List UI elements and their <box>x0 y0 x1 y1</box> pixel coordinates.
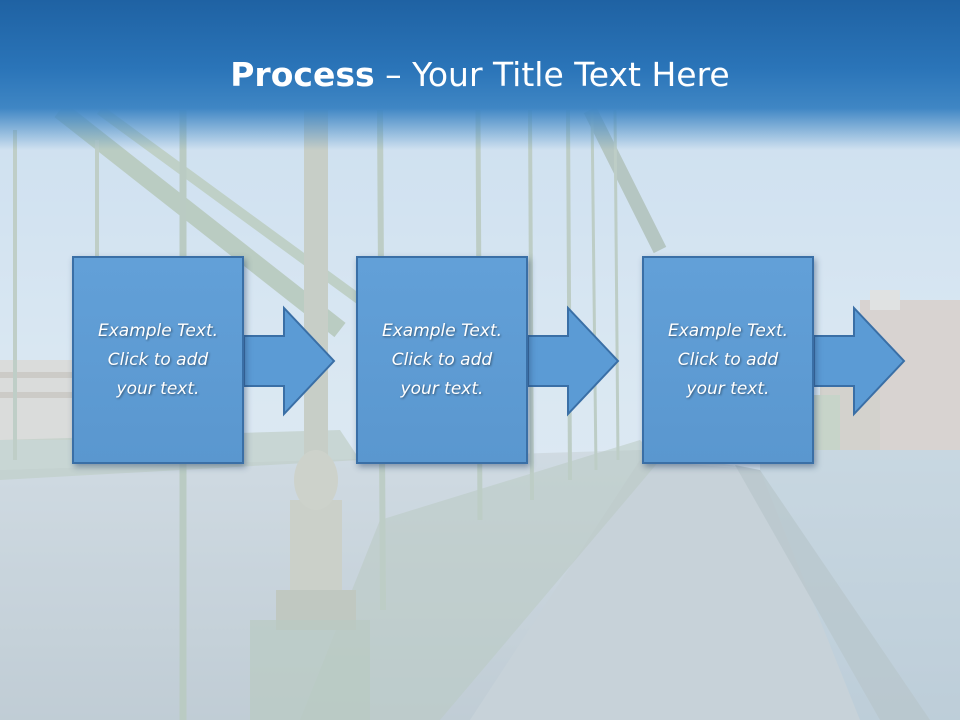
process-step-text-1: Example Text. Click to add your text. <box>97 320 219 399</box>
process-arrow-2[interactable] <box>527 305 620 417</box>
title-rest: – Your Title Text Here <box>374 55 730 94</box>
process-step-text-3: Example Text. Click to add your text. <box>667 320 789 399</box>
process-step-text-2: Example Text. Click to add your text. <box>381 320 503 399</box>
title-band <box>0 0 960 150</box>
process-step-box-3[interactable]: Example Text. Click to add your text. <box>642 256 814 464</box>
title-bold: Process <box>230 55 375 94</box>
slide-title[interactable]: Process – Your Title Text Here <box>0 52 960 98</box>
process-arrow-1[interactable] <box>243 305 336 417</box>
process-arrow-3[interactable] <box>813 305 906 417</box>
process-step-box-1[interactable]: Example Text. Click to add your text. <box>72 256 244 464</box>
process-step-box-2[interactable]: Example Text. Click to add your text. <box>356 256 528 464</box>
